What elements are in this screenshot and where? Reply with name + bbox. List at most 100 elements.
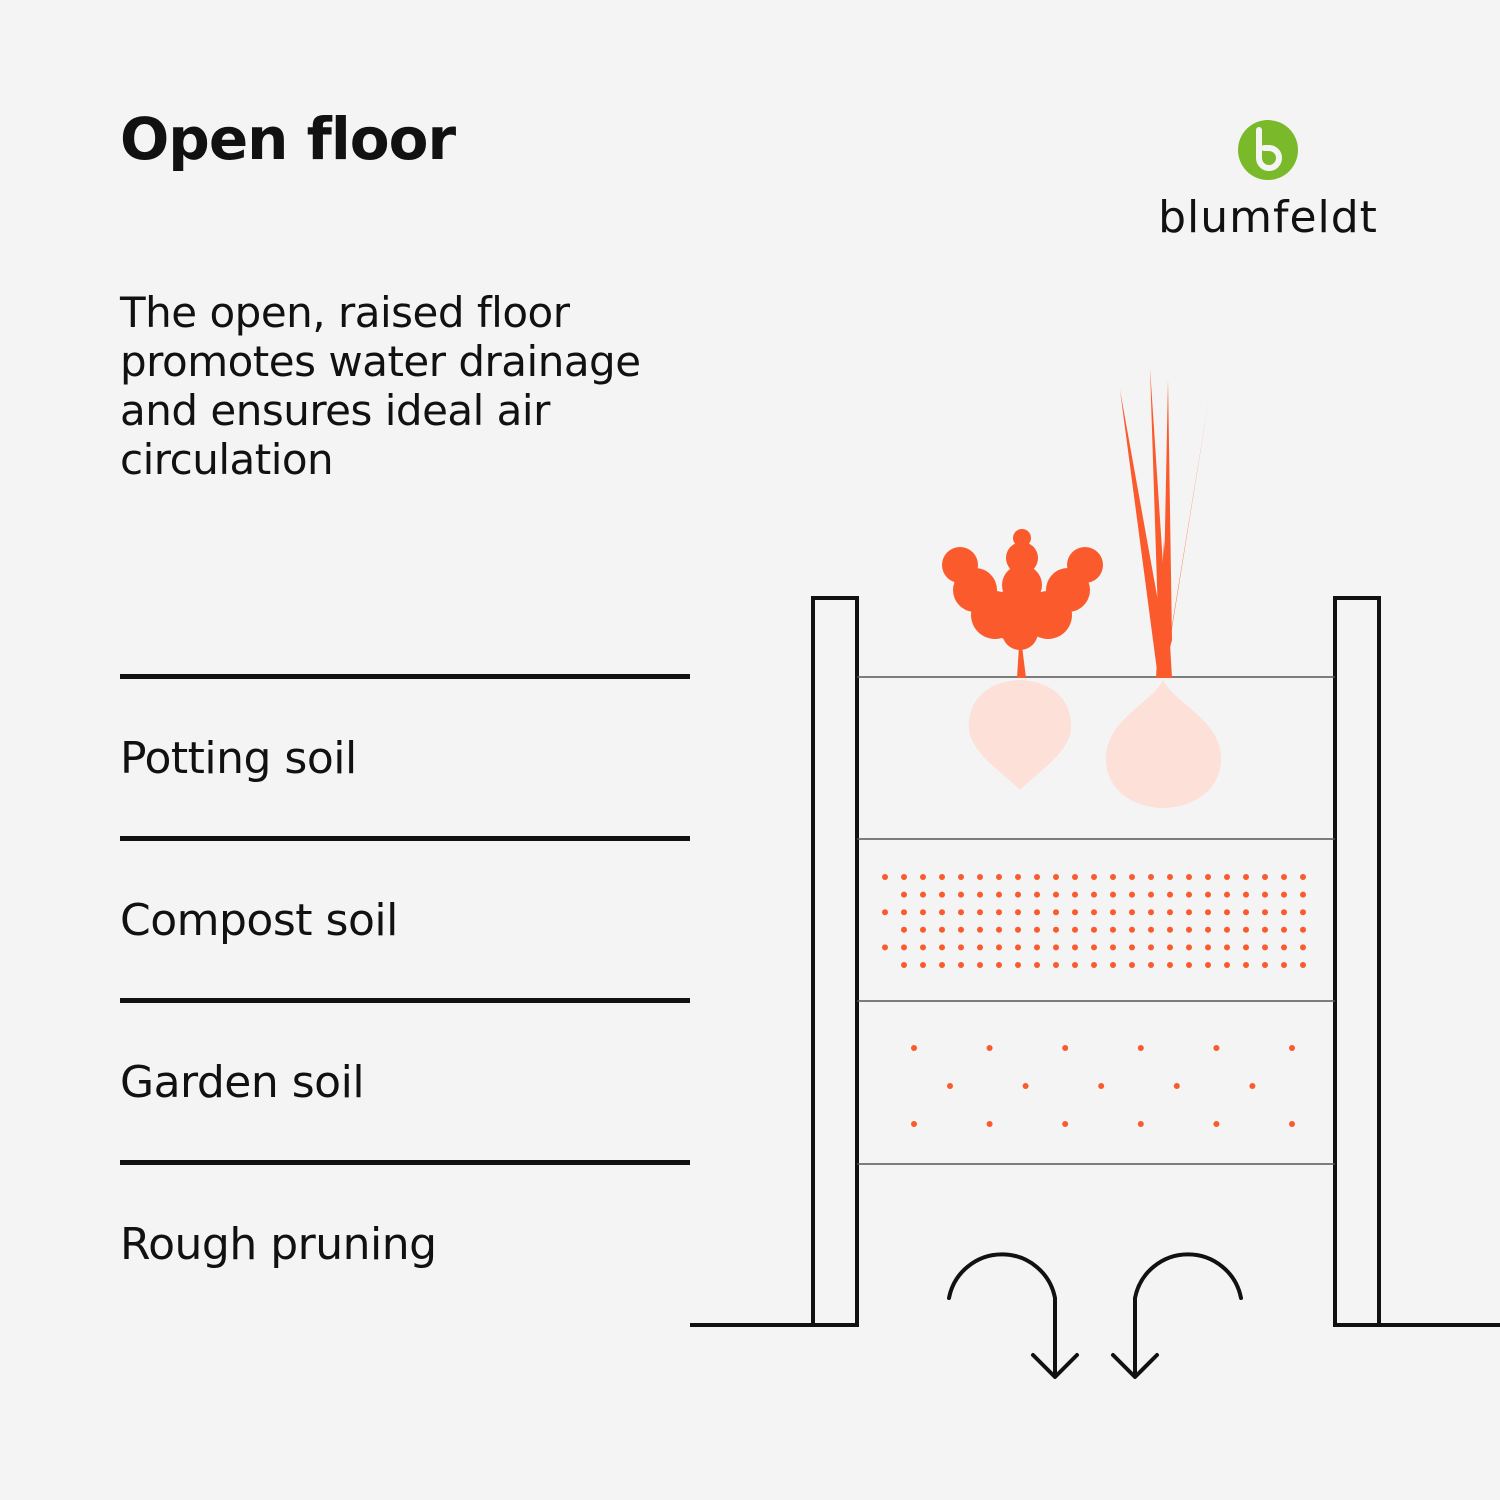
soil-dot — [1148, 874, 1154, 880]
soil-dot — [996, 909, 1002, 916]
soil-dot — [947, 1083, 953, 1089]
soil-dot — [958, 926, 964, 933]
soil-dot — [901, 962, 907, 968]
layer-label-compost-soil: Compost soil — [120, 895, 398, 946]
soil-dot — [996, 944, 1002, 951]
soil-dot — [1091, 926, 1097, 933]
soil-dot — [1300, 944, 1306, 951]
soil-dot — [1224, 926, 1230, 933]
soil-dot — [977, 891, 983, 898]
soil-dot — [1167, 874, 1173, 880]
soil-dot — [1110, 909, 1116, 916]
soil-dot — [1205, 891, 1211, 898]
soil-dot — [1262, 891, 1268, 898]
soil-dot — [1167, 962, 1173, 968]
layer-label-rough-pruning: Rough pruning — [120, 1219, 437, 1270]
soil-dot — [901, 909, 907, 916]
soil-dot — [1167, 944, 1173, 951]
soil-dot — [1062, 1045, 1069, 1051]
bed-wall-left — [811, 596, 859, 1327]
soil-dot — [1167, 909, 1173, 916]
soil-dot — [1072, 874, 1078, 880]
soil-dot — [1137, 1045, 1144, 1051]
brand-logo-icon — [1238, 120, 1298, 180]
soil-dot — [996, 962, 1002, 968]
soil-dot — [1148, 962, 1154, 968]
soil-dot — [1300, 926, 1306, 933]
soil-dot — [1053, 891, 1059, 898]
soil-dot — [1129, 891, 1135, 898]
layer-separators — [857, 676, 1335, 1165]
soil-dot — [1015, 962, 1021, 968]
description-text: The open, raised floor promotes water dr… — [120, 288, 641, 484]
soil-dot — [1243, 891, 1249, 898]
soil-dot — [1281, 909, 1287, 916]
soil-dot — [1129, 874, 1135, 880]
soil-dot — [1262, 909, 1268, 916]
soil-dot — [1053, 926, 1059, 933]
soil-dot — [1034, 891, 1040, 898]
soil-dot — [1034, 909, 1040, 916]
soil-dot — [1034, 926, 1040, 933]
layer-legend: Potting soil Compost soil Garden soil Ro… — [120, 674, 690, 1322]
soil-dot — [986, 1045, 993, 1051]
soil-dot — [958, 891, 964, 898]
soil-dot — [1015, 874, 1021, 880]
soil-dot — [1186, 944, 1192, 951]
soil-dot — [1281, 891, 1287, 898]
beet-icon — [942, 529, 1103, 790]
soil-dot — [1213, 1045, 1220, 1051]
soil-dot — [977, 926, 983, 933]
soil-dot — [1186, 891, 1192, 898]
soil-dot — [1148, 926, 1154, 933]
soil-dot — [1300, 909, 1306, 916]
soil-dot — [1053, 962, 1059, 968]
soil-dot — [1129, 962, 1135, 968]
soil-dot — [996, 891, 1002, 898]
soil-dot — [1167, 891, 1173, 898]
soil-dot — [1091, 891, 1097, 898]
soil-dot — [996, 874, 1002, 880]
onion-icon — [1105, 368, 1222, 808]
soil-dot — [958, 909, 964, 916]
soil-dot — [1281, 962, 1287, 968]
brand-logo: blumfeldt — [1140, 110, 1400, 250]
soil-dot — [1072, 926, 1078, 933]
soil-dot — [1205, 944, 1211, 951]
soil-dot — [1243, 874, 1249, 880]
soil-dot — [920, 944, 926, 951]
soil-dot — [1224, 962, 1230, 968]
soil-dot — [977, 944, 983, 951]
compost-soil-dots — [882, 874, 1306, 968]
soil-dot — [1243, 926, 1249, 933]
soil-dot — [901, 926, 907, 933]
soil-dot — [1205, 874, 1211, 880]
soil-dot — [882, 909, 888, 916]
soil-dot — [1015, 944, 1021, 951]
soil-dot — [1243, 909, 1249, 916]
soil-dot — [1186, 926, 1192, 933]
soil-dot — [1110, 944, 1116, 951]
soil-dot — [1205, 909, 1211, 916]
soil-dot — [958, 962, 964, 968]
soil-dot — [1110, 926, 1116, 933]
soil-dot — [939, 926, 945, 933]
soil-dot — [901, 891, 907, 898]
soil-dot — [1034, 962, 1040, 968]
soil-dot — [939, 891, 945, 898]
soil-dot — [920, 874, 926, 880]
soil-dot — [1173, 1083, 1180, 1089]
soil-dot — [1110, 874, 1116, 880]
soil-dot — [1300, 874, 1306, 880]
soil-dot — [1205, 926, 1211, 933]
soil-dot — [1091, 962, 1097, 968]
soil-dot — [1249, 1083, 1256, 1089]
soil-dot — [1281, 874, 1287, 880]
brand-name: blumfeldt — [1158, 192, 1378, 243]
soil-dot — [1129, 926, 1135, 933]
soil-dot — [901, 874, 907, 880]
soil-dot — [1243, 944, 1249, 951]
soil-dot — [1186, 874, 1192, 880]
airflow-arrow-left-icon — [947, 1252, 1079, 1379]
